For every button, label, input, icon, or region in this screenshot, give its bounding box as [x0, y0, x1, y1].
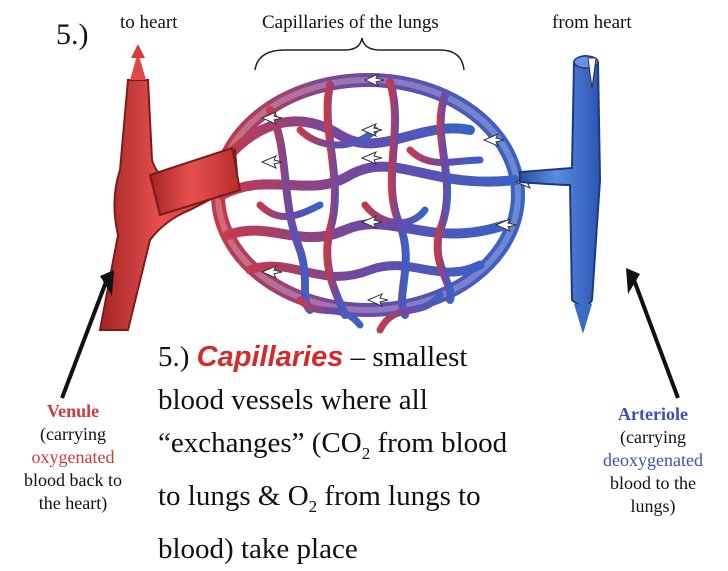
venule-line-3: blood back to: [24, 470, 122, 490]
slide-number: 5.): [56, 18, 89, 51]
caption-dash-rest: – smallest: [350, 341, 468, 373]
capillary-brace: [254, 37, 465, 71]
caption-line-3b: from blood: [370, 427, 508, 459]
caption-line-4a: to lungs & O: [158, 479, 309, 512]
caption-line-2: blood vessels where all: [158, 384, 428, 416]
venule-line-4: the heart): [38, 493, 108, 513]
venule-line-2: oxygenated: [31, 447, 115, 467]
arteriole-vessel: [519, 55, 602, 334]
term-part-b: ill: [251, 341, 276, 373]
arteriole-line-4: lungs): [630, 496, 676, 516]
arteriole-line-2: deoxygenated: [603, 450, 703, 470]
caption-line-3: “exchanges” (CO2 from blood: [158, 422, 578, 475]
pointer-arrows: [60, 268, 680, 399]
to-heart-label: to heart: [120, 12, 178, 33]
co2-subscript: 2: [361, 443, 371, 463]
arteriole-line-1: (carrying: [620, 427, 686, 447]
arteriole-description: Arteriole (carrying deoxygenated blood t…: [578, 403, 728, 518]
caption-line-3a: “exchanges” (CO: [158, 427, 362, 459]
caption-prefix: 5.): [158, 341, 190, 373]
o2-subscript: 2: [308, 496, 318, 516]
venule-description: Venule (carrying oxygenated blood back t…: [0, 400, 146, 515]
capillaries-term: Capillaries: [197, 341, 344, 373]
arteriole-line-3: blood to the: [610, 473, 696, 493]
term-part-c: aries: [275, 341, 344, 373]
caption-line-5: blood) take place: [158, 532, 358, 565]
venule-line-1: (carrying: [40, 424, 106, 444]
from-heart-label: from heart: [552, 12, 632, 33]
term-part-a: Cap: [196, 341, 252, 373]
caption-line-4: to lungs & O2 from lungs to: [158, 475, 578, 528]
venule-vessel: [98, 44, 242, 331]
capillaries-label: Capillaries of the lungs: [262, 12, 439, 33]
caption-line-1: 5.) Capillaries – smallest: [158, 336, 578, 379]
arteriole-title: Arteriole: [618, 404, 688, 424]
capillaries-definition: 5.) Capillaries – smallest blood vessels…: [158, 336, 578, 571]
venule-title: Venule: [46, 401, 100, 421]
caption-line-4b: from lungs to: [317, 479, 481, 512]
capillary-diagram: [60, 37, 680, 399]
